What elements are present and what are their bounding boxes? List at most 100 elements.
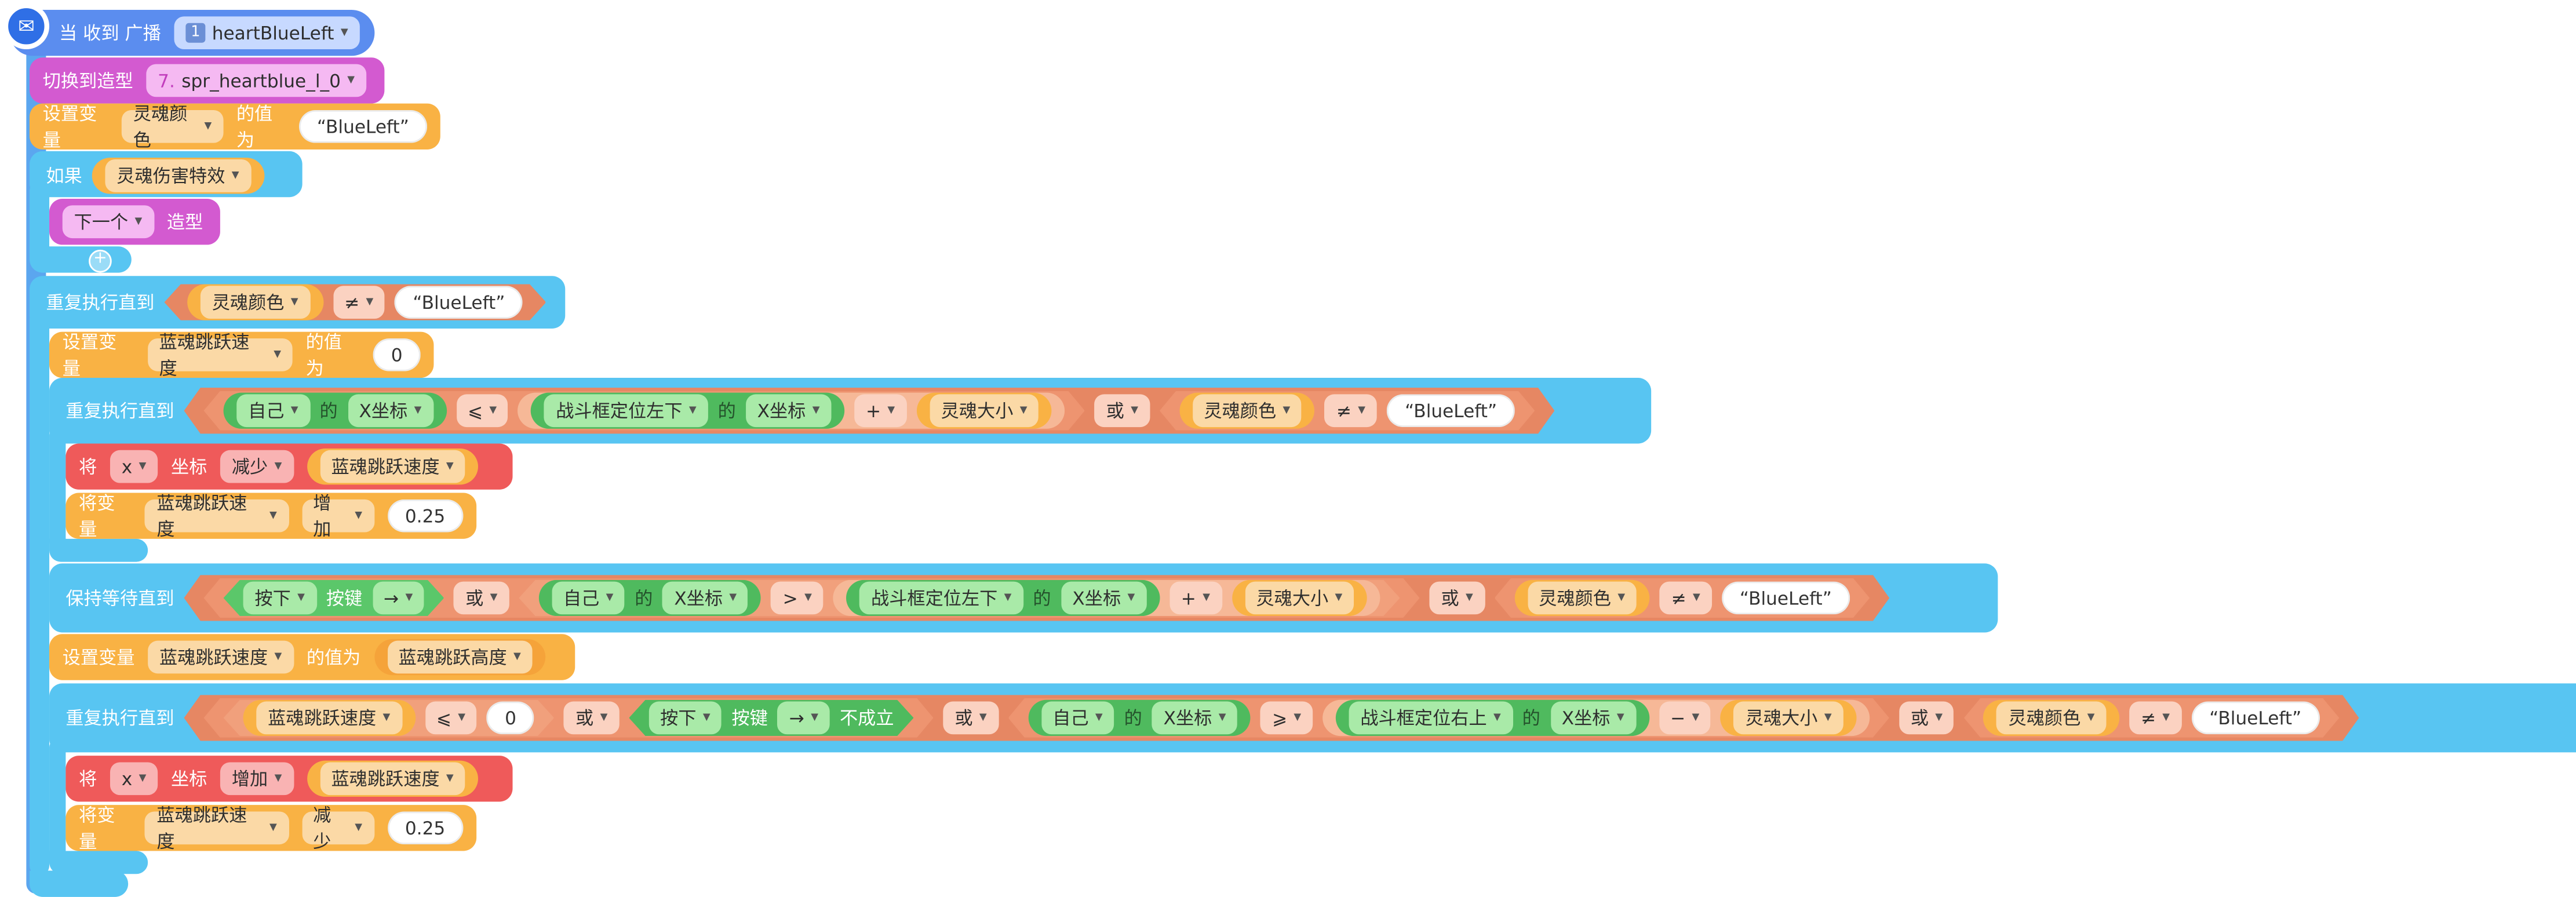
object-dropdown[interactable]: 自己▾ [236,394,309,427]
variable-dropdown[interactable]: 蓝魂跳跃速度▾ [145,805,289,852]
comparison-dropdown[interactable]: ⩽▾ [456,394,508,427]
change-variable-block[interactable]: 将变量 蓝魂跳跃速度▾ 减少▾ 0.25 [65,805,477,852]
variable-reporter[interactable]: 灵魂大小▾ [916,393,1052,429]
minus-operator[interactable]: 战斗框定位右上▾ 的 X坐标▾ −▾ 灵魂大小▾ [1322,700,1870,736]
comparison-dropdown[interactable]: ≠▾ [333,286,385,319]
variable-dropdown[interactable]: 灵魂颜色▾ [201,286,310,319]
variable-dropdown[interactable]: 灵魂颜色▾ [1193,394,1302,427]
value-input[interactable]: “BlueLeft” [1387,394,1515,427]
logic-dropdown[interactable]: 或▾ [1430,582,1485,615]
value-input[interactable]: 0.25 [387,499,464,533]
comparison-dropdown[interactable]: ⩾▾ [1260,702,1313,735]
value-input[interactable]: “BlueLeft” [2191,702,2319,735]
next-costume-block[interactable]: 下一个▾ 造型 [49,199,220,245]
comparison-dropdown[interactable]: ≠▾ [2129,702,2181,735]
variable-reporter[interactable]: 蓝魂跳跃速度▾ [306,448,479,485]
not-equal-operator[interactable]: 灵魂颜色▾ ≠▾ “BlueLeft” [1495,578,1870,618]
change-op-dropdown[interactable]: 增加▾ [301,493,374,541]
or-operator[interactable]: 蓝魂跳跃速度▾ ⩽▾ 0 或▾ 按下▾ 按键 →▾ 不成立 [204,698,934,738]
property-dropdown[interactable]: X坐标▾ [1152,702,1238,735]
variable-dropdown[interactable]: 蓝魂跳跃速度▾ [148,640,294,674]
plus-operator[interactable]: 战斗框定位左下▾ 的 X坐标▾ +▾ 灵魂大小▾ [833,580,1380,616]
change-op-dropdown[interactable]: 增加▾ [220,762,294,796]
press-dropdown[interactable]: 按下▾ [648,702,722,735]
variable-reporter[interactable]: 灵魂大小▾ [1721,700,1856,736]
switch-costume-block[interactable]: 切换到造型 7. spr_heartblue_l_0 ▾ [30,57,385,104]
comparison-dropdown[interactable]: ⩽▾ [425,702,477,735]
sensing-reporter[interactable]: 自己▾ 的 X坐标▾ [224,393,446,429]
math-dropdown[interactable]: −▾ [1659,702,1711,735]
value-input[interactable]: “BlueLeft” [395,286,523,319]
costume-dropdown[interactable]: 7. spr_heartblue_l_0 ▾ [146,64,366,97]
value-input[interactable]: 0 [373,338,421,371]
set-variable-block[interactable]: 设置变量 蓝魂跳跃速度▾ 的值为 0 [49,331,434,380]
or-operator[interactable]: 按下▾ 按键 →▾ 或▾ 自己▾ 的 X坐标▾ >▾ 战斗框定位左下▾ [204,578,1420,618]
math-dropdown[interactable]: +▾ [854,394,906,427]
not-equal-operator[interactable]: 灵魂颜色▾ ≠▾ “BlueLeft” [165,284,546,320]
logic-dropdown[interactable]: 或▾ [1095,394,1150,427]
compare-operator[interactable]: 蓝魂跳跃速度▾ ⩽▾ 0 [224,700,555,736]
variable-dropdown[interactable]: 灵魂颜色▾ [121,104,224,151]
not-equal-operator[interactable]: 灵魂颜色▾ ≠▾ “BlueLeft” [1964,698,2339,738]
property-dropdown[interactable]: X坐标▾ [1550,702,1636,735]
object-dropdown[interactable]: 战斗框定位左下▾ [544,394,708,427]
plus-operator[interactable]: 战斗框定位左下▾ 的 X坐标▾ +▾ 灵魂大小▾ [518,393,1065,429]
variable-reporter[interactable]: 蓝魂跳跃速度▾ [306,760,479,797]
axis-dropdown[interactable]: x▾ [110,450,158,483]
value-input[interactable]: “BlueLeft” [1722,582,1850,615]
property-dropdown[interactable]: X坐标▾ [1061,582,1147,615]
set-variable-block[interactable]: 设置变量 灵魂颜色▾ 的值为 “BlueLeft” [30,103,440,151]
logic-dropdown[interactable]: 或▾ [564,702,619,735]
key-dropdown[interactable]: →▾ [778,702,830,735]
logic-dropdown[interactable]: 或▾ [454,582,509,615]
compare-operator[interactable]: 自己▾ 的 X坐标▾ ⩾▾ 战斗框定位右上▾ 的 X坐标▾ −▾ 灵魂大小▾ [1008,698,1889,738]
broadcast-message-dropdown[interactable]: 1 heartBlueLeft ▾ [174,16,360,50]
set-variable-block[interactable]: 设置变量 蓝魂跳跃速度▾ 的值为 蓝魂跳跃高度▾ [49,634,575,680]
comparison-dropdown[interactable]: ≠▾ [1325,394,1377,427]
variable-dropdown[interactable]: 蓝魂跳跃高度▾ [387,640,533,674]
object-dropdown[interactable]: 自己▾ [1041,702,1114,735]
or-operator[interactable]: 按下▾ 按键 →▾ 或▾ 自己▾ 的 X坐标▾ >▾ 战斗框定位左下▾ [184,575,1890,621]
variable-dropdown[interactable]: 灵魂大小▾ [930,394,1039,427]
key-pressed-sensing[interactable]: 按下▾ 按键 →▾ [224,580,444,616]
value-input[interactable]: 0.25 [387,811,464,845]
variable-dropdown[interactable]: 蓝魂跳跃速度▾ [256,702,402,735]
sensing-reporter[interactable]: 战斗框定位左下▾ 的 X坐标▾ [531,393,844,429]
variable-reporter[interactable]: 蓝魂跳跃高度▾ [374,639,546,676]
sensing-reporter[interactable]: 自己▾ 的 X坐标▾ [1028,700,1251,736]
variable-dropdown[interactable]: 灵魂颜色▾ [1997,702,2107,735]
not-operator[interactable]: 按下▾ 按键 →▾ 不成立 [629,700,913,736]
compare-operator[interactable]: 自己▾ 的 X坐标▾ ⩽▾ 战斗框定位左下▾ 的 X坐标▾ +▾ 灵魂大小▾ [204,391,1085,431]
variable-reporter[interactable]: 灵魂颜色▾ [187,284,323,320]
variable-dropdown[interactable]: 蓝魂跳跃速度▾ [319,762,465,796]
logic-dropdown[interactable]: 或▾ [1899,702,1954,735]
change-op-dropdown[interactable]: 减少▾ [220,450,294,483]
variable-reporter[interactable]: 灵魂大小▾ [1231,580,1367,616]
variable-dropdown[interactable]: 灵魂大小▾ [1245,582,1354,615]
key-dropdown[interactable]: →▾ [372,582,424,615]
logic-dropdown[interactable]: 或▾ [943,702,999,735]
sensing-reporter[interactable]: 战斗框定位左下▾ 的 X坐标▾ [847,580,1160,616]
variable-dropdown[interactable]: 蓝魂跳跃速度▾ [145,493,289,541]
add-branch-icon[interactable]: + [89,249,112,273]
variable-dropdown[interactable]: 蓝魂跳跃速度▾ [319,450,465,483]
sensing-reporter[interactable]: 战斗框定位右上▾ 的 X坐标▾ [1336,700,1649,736]
change-x-block[interactable]: 将 x▾ 坐标 减少▾ 蓝魂跳跃速度▾ [65,443,513,490]
property-dropdown[interactable]: X坐标▾ [746,394,832,427]
variable-reporter[interactable]: 蓝魂跳跃速度▾ [243,700,415,736]
change-op-dropdown[interactable]: 减少▾ [301,805,374,852]
math-dropdown[interactable]: +▾ [1169,582,1222,615]
change-x-block[interactable]: 将 x▾ 坐标 增加▾ 蓝魂跳跃速度▾ [65,756,513,802]
comparison-dropdown[interactable]: >▾ [771,582,824,615]
condition-variable-reporter[interactable]: 灵魂伤害特效▾ [92,158,264,194]
variable-dropdown[interactable]: 灵魂伤害特效▾ [105,159,251,192]
variable-dropdown[interactable]: 蓝魂跳跃速度▾ [147,332,293,380]
not-equal-operator[interactable]: 灵魂颜色▾ ≠▾ “BlueLeft” [1160,391,1535,431]
property-dropdown[interactable]: X坐标▾ [348,394,433,427]
value-input[interactable]: 0 [487,702,534,735]
sensing-reporter[interactable]: 自己▾ 的 X坐标▾ [538,580,761,616]
axis-dropdown[interactable]: x▾ [110,762,158,796]
press-dropdown[interactable]: 按下▾ [243,582,316,615]
or-operator[interactable]: 蓝魂跳跃速度▾ ⩽▾ 0 或▾ 按下▾ 按键 →▾ 不成立 或▾ 自己▾ 的 X… [184,695,2359,741]
comparison-dropdown[interactable]: ≠▾ [1660,582,1712,615]
